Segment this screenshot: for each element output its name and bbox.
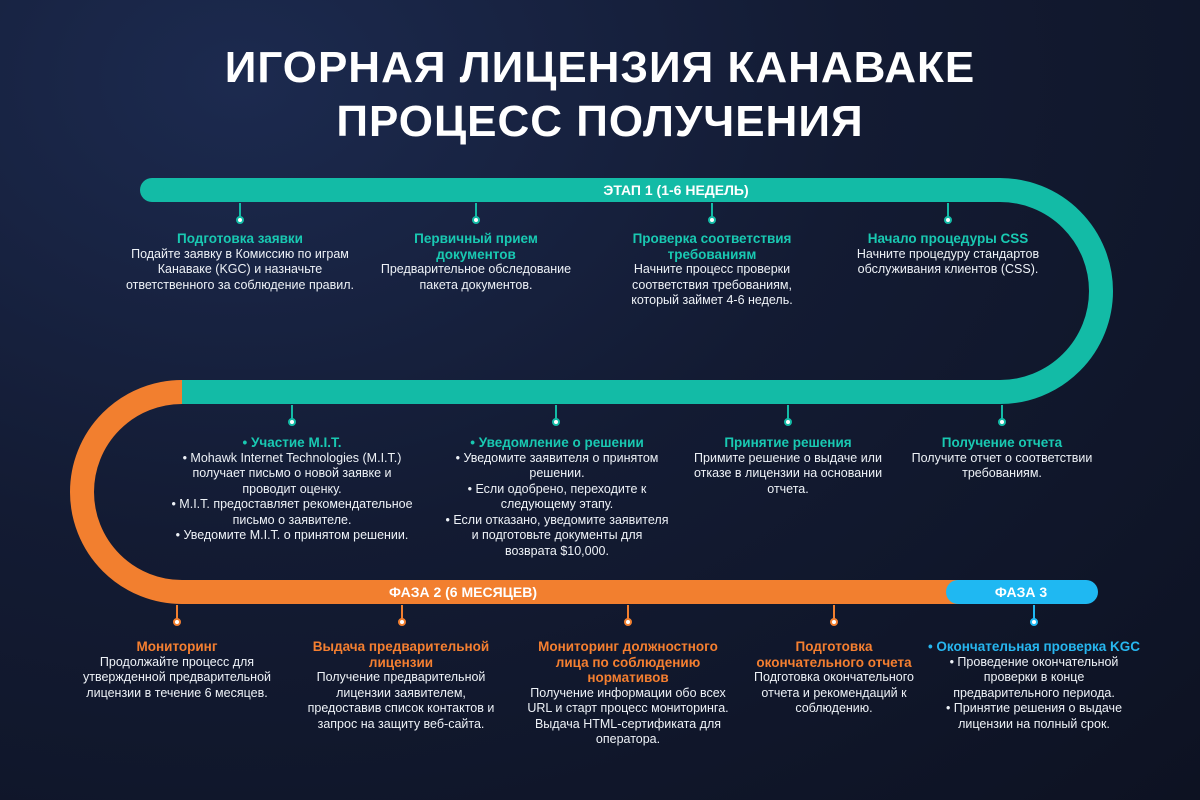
connector-stem	[833, 605, 835, 619]
connector-stem	[787, 405, 789, 419]
stage1-band-label: ЭТАП 1 (1-6 НЕДЕЛЬ)	[603, 182, 749, 198]
step-heading: Получение отчета	[941, 435, 1063, 450]
step-heading: Начало процедуры CSS	[867, 231, 1029, 246]
connector-stem	[176, 605, 178, 619]
connector-dot	[173, 618, 181, 626]
step-heading: • Участие M.I.T.	[242, 435, 342, 450]
connector-stem	[475, 203, 477, 217]
connector-dot	[1030, 618, 1038, 626]
connector-stem	[1033, 605, 1035, 619]
connector-stem	[711, 203, 713, 217]
step-heading: Подготовка заявки	[177, 231, 303, 246]
step-application-prep: Подготовка заявки Подайте заявку в Комис…	[110, 231, 370, 293]
step-text: • Mohawk Internet Technologies (M.I.T.)п…	[171, 450, 413, 543]
stage1-track	[152, 178, 1113, 404]
connector-stem	[291, 405, 293, 419]
connector-dot	[944, 216, 952, 224]
connector-dot	[552, 418, 560, 426]
step-heading: • Окончательная проверка KGC	[927, 639, 1141, 654]
step-css-start: Начало процедуры CSS Начните процедуру с…	[833, 231, 1063, 278]
connector-dot	[624, 618, 632, 626]
step-decision-notice: • Уведомление о решении • Уведомите заяв…	[432, 435, 682, 559]
page-title-line1: ИГОРНАЯ ЛИЦЕНЗИЯ КАНАВАКЕ	[224, 43, 976, 92]
step-report-receipt: Получение отчета Получите отчет о соотве…	[897, 435, 1107, 482]
step-heading: Мониторинг	[136, 639, 218, 654]
connector-stem	[1001, 405, 1003, 419]
step-decision-making: Принятие решения Примите решение о выдач…	[673, 435, 903, 497]
step-heading: • Уведомление о решении	[470, 435, 644, 450]
connector-dot	[398, 618, 406, 626]
phase2-track	[70, 380, 958, 604]
step-heading: Принятие решения	[724, 435, 852, 450]
phase3-band-label: ФАЗА 3	[994, 584, 1048, 600]
connector-dot	[236, 216, 244, 224]
connector-stem	[401, 605, 403, 619]
page-title-line2: ПРОЦЕСС ПОЛУЧЕНИЯ	[336, 97, 864, 146]
connector-stem	[239, 203, 241, 217]
stage1-track-cap	[140, 178, 164, 202]
connector-dot	[472, 216, 480, 224]
connector-dot	[784, 418, 792, 426]
connector-stem	[947, 203, 949, 217]
connector-dot	[998, 418, 1006, 426]
connector-dot	[830, 618, 838, 626]
connector-stem	[555, 405, 557, 419]
connector-dot	[288, 418, 296, 426]
step-final-kgc-review: • Окончательная проверка KGC • Проведени…	[924, 639, 1144, 732]
step-mit-involvement: • Участие M.I.T. • Mohawk Internet Techn…	[157, 435, 427, 544]
connector-dot	[708, 216, 716, 224]
phase2-band-label: ФАЗА 2 (6 МЕСЯЦЕВ)	[388, 584, 538, 600]
connector-stem	[627, 605, 629, 619]
